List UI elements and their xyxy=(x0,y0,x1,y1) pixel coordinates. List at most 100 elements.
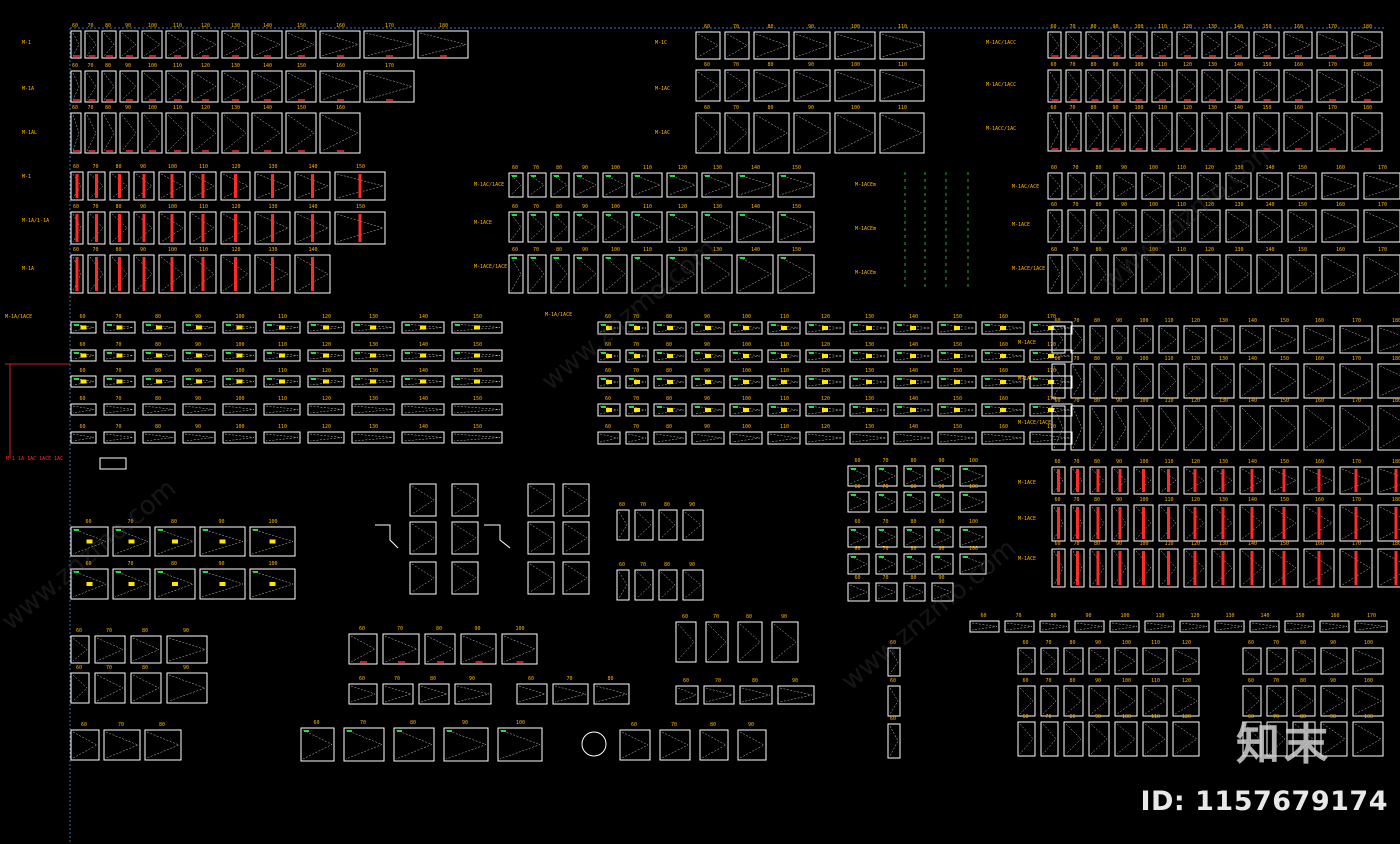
door-unit xyxy=(1339,466,1373,495)
dim-label: 60 xyxy=(80,396,86,402)
dim-label: 120 xyxy=(821,424,830,430)
door-unit xyxy=(1142,647,1168,675)
door-unit xyxy=(653,431,687,445)
swing-line xyxy=(1160,506,1177,540)
hardware-mark xyxy=(219,539,226,544)
dim-label: M-1ACE/1ACE xyxy=(1012,266,1045,272)
swing-line xyxy=(1076,622,1103,631)
swing-line xyxy=(321,32,359,57)
door-unit xyxy=(1214,620,1245,633)
dim-label: 80 xyxy=(911,575,917,581)
swing-line xyxy=(1091,407,1105,449)
dim-label: 90 xyxy=(1116,356,1122,362)
swing-line xyxy=(1049,174,1061,198)
dim-label: 100 xyxy=(1149,165,1158,171)
dim-label: 90 xyxy=(704,342,710,348)
swing-line xyxy=(1053,407,1064,449)
swing-line xyxy=(564,563,588,593)
dim-label: 80 xyxy=(768,105,774,111)
swing-line xyxy=(595,685,628,703)
door-unit xyxy=(625,431,649,445)
swing-line xyxy=(795,114,829,152)
dim-label: 100 xyxy=(742,424,751,430)
hardware-mark xyxy=(370,353,376,358)
dim-label: 60 xyxy=(80,368,86,374)
dim-label: 130 xyxy=(1235,202,1244,208)
swing-line xyxy=(895,351,931,361)
dim-label: 170 xyxy=(385,23,394,29)
door-unit xyxy=(875,553,898,575)
door-unit xyxy=(1129,69,1148,103)
door-unit xyxy=(343,727,385,762)
dim-label: 60 xyxy=(1055,356,1061,362)
dim-label: 110 xyxy=(1158,105,1167,111)
door-unit xyxy=(87,254,106,294)
door-unit xyxy=(319,112,361,154)
door-unit xyxy=(1088,721,1110,757)
door-unit xyxy=(109,171,130,201)
dim-label: 60 xyxy=(1051,62,1057,68)
door-unit xyxy=(351,403,395,416)
dim-label: 100 xyxy=(851,105,860,111)
dim-label: 70 xyxy=(1074,541,1080,547)
dim-label: 120 xyxy=(821,368,830,374)
swing-line xyxy=(1258,256,1281,292)
swing-line xyxy=(1227,174,1250,198)
swing-line xyxy=(1318,33,1346,57)
swing-line xyxy=(738,213,772,241)
dim-label: M-1A xyxy=(22,266,34,272)
dim-label: 120 xyxy=(322,342,331,348)
door-unit xyxy=(1253,31,1280,59)
swing-line xyxy=(1241,506,1263,540)
swing-line xyxy=(933,493,952,511)
swing-line xyxy=(103,114,115,152)
dim-label: 60 xyxy=(1051,105,1057,111)
swing-line xyxy=(1244,687,1260,715)
door-unit xyxy=(1351,31,1383,59)
dim-label: 150 xyxy=(792,247,801,253)
dim-label: 110 xyxy=(278,396,287,402)
door-unit xyxy=(70,375,97,388)
door-unit xyxy=(142,349,176,362)
swing-line xyxy=(96,637,124,662)
door-unit xyxy=(70,171,84,201)
center-bar xyxy=(201,257,205,291)
dim-label: 100 xyxy=(1140,497,1149,503)
center-bar xyxy=(1142,507,1145,539)
dim-label: 80 xyxy=(666,368,672,374)
dim-label: 60 xyxy=(359,676,365,682)
dim-label: 160 xyxy=(1315,318,1324,324)
dim-label: 90 xyxy=(689,562,695,568)
dim-label: 60 xyxy=(704,62,710,68)
swing-line xyxy=(1091,365,1105,397)
hardware-mark xyxy=(196,325,202,330)
swing-line xyxy=(1341,365,1371,397)
dim-label: 140 xyxy=(419,424,428,430)
door-unit xyxy=(1107,31,1126,59)
dim-label: 150 xyxy=(1263,24,1272,30)
dim-label: 100 xyxy=(1364,678,1373,684)
swing-line xyxy=(224,433,255,442)
door-unit xyxy=(682,509,704,541)
dim-label: M-1ACE/1ACE xyxy=(474,264,507,270)
dim-label: 130 xyxy=(269,247,278,253)
door-unit xyxy=(189,211,217,245)
door-unit xyxy=(573,172,599,198)
swing-line xyxy=(1065,649,1082,673)
swing-line xyxy=(89,173,104,199)
dim-label: 120 xyxy=(1191,497,1200,503)
door-unit xyxy=(1321,254,1359,294)
dim-label: 130 xyxy=(369,424,378,430)
swing-line xyxy=(755,33,788,58)
door-unit xyxy=(1141,172,1165,200)
swing-line xyxy=(510,174,522,196)
swing-line xyxy=(933,584,952,600)
dim-label: 160 xyxy=(999,424,1008,430)
dim-label: 130 xyxy=(369,368,378,374)
watermark-id: ID: 1157679174 xyxy=(1140,786,1388,817)
swing-line xyxy=(309,433,343,442)
swing-line xyxy=(453,323,501,332)
dim-label: 170 xyxy=(1367,613,1376,619)
dim-label: 60 xyxy=(981,613,987,619)
